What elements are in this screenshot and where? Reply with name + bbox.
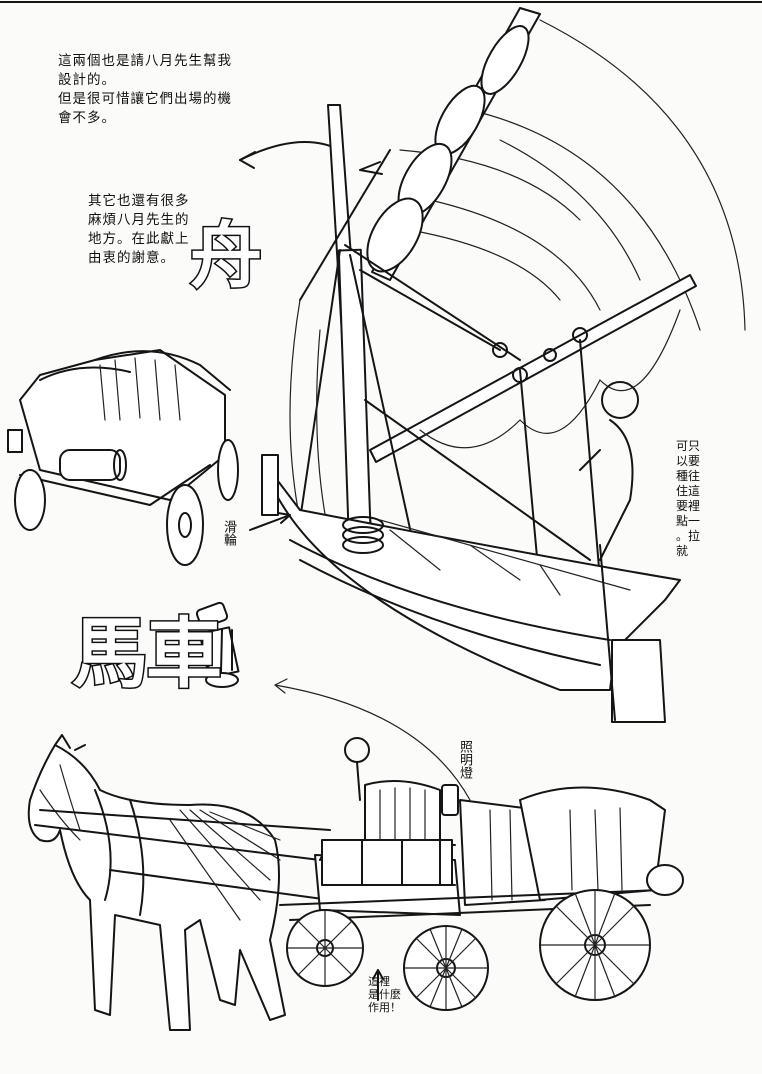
note-line: 以要 xyxy=(676,454,701,468)
note-line: 地方。在此獻上 xyxy=(88,231,190,247)
note-line: 要裡 xyxy=(676,499,701,513)
boat-sketch-icon xyxy=(239,7,746,723)
pulley-arrow-icon xyxy=(249,512,291,531)
note-line: 可只 xyxy=(676,439,701,453)
note-line: 這裡 xyxy=(368,975,390,988)
wheel-arrow-icon xyxy=(372,969,384,1001)
note-line: 作用！ xyxy=(368,1001,401,1014)
note-line: 是什麼 xyxy=(368,988,401,1001)
note-wheel: 這裡 是什麼 作用！ xyxy=(368,975,401,1014)
rotation-arrow-icon xyxy=(239,141,341,161)
note-line: 種往 xyxy=(676,469,701,483)
cart-sketch-icon xyxy=(7,349,239,566)
note-line: 就 xyxy=(676,544,689,558)
lantern-sketch-icon xyxy=(195,601,240,688)
label-pulley: 滑輪 xyxy=(221,520,236,546)
note-boat-right: 可只 以要 種往 住這 要裡 點一 。拉 就 xyxy=(676,440,716,558)
note-line: 設計的。 xyxy=(58,72,116,88)
note-line: 。拉 xyxy=(676,529,701,543)
title-boat: 舟 xyxy=(188,213,263,298)
note-line: 麻煩八月先生的 xyxy=(88,212,190,228)
horse-carriage-sketch-icon xyxy=(27,734,684,1031)
note-line: 點一 xyxy=(676,514,701,528)
label-lamp: 照明燈 xyxy=(457,740,472,779)
note-line: 住這 xyxy=(676,484,701,498)
note-line: 其它也還有很多 xyxy=(88,193,190,209)
title-carriage: 馬車 xyxy=(71,609,224,698)
note-line: 這兩個也是請八月先生幫我 xyxy=(58,53,232,69)
note-middle-left: 其它也還有很多 麻煩八月先生的 地方。在此獻上 由衷的謝意。 xyxy=(88,192,190,268)
carriage-arrow-icon xyxy=(274,678,471,801)
note-top-left: 這兩個也是請八月先生幫我 設計的。 但是很可惜讓它們出場的機 會不多。 xyxy=(58,52,232,128)
note-line: 會不多。 xyxy=(58,110,116,126)
note-line: 由衷的謝意。 xyxy=(88,250,175,266)
note-line: 但是很可惜讓它們出場的機 xyxy=(58,91,232,107)
